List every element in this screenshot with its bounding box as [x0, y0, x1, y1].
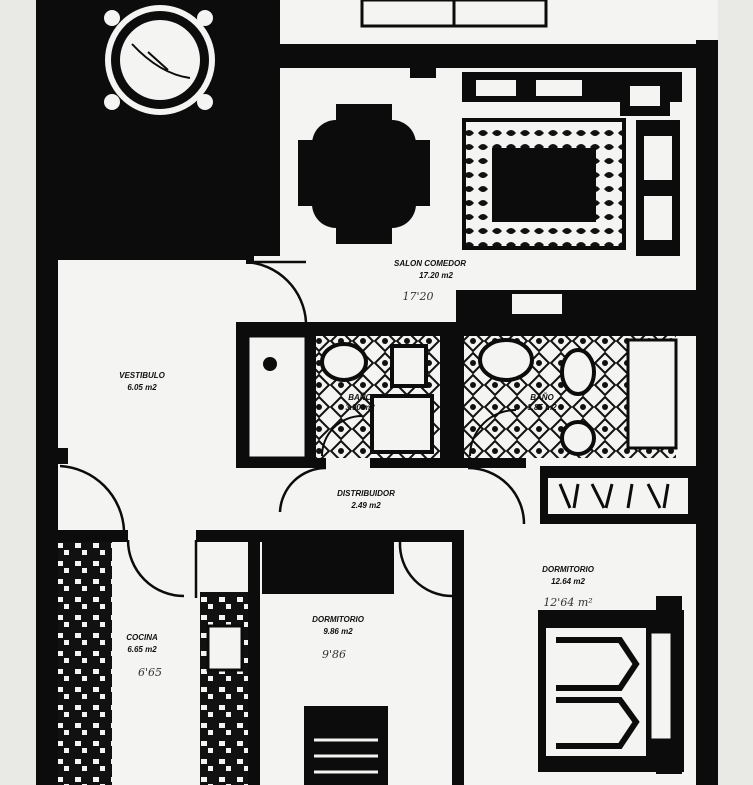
photo-margin-right — [718, 0, 753, 785]
bathroom-2 — [464, 336, 678, 458]
handwritten-area-cocina: 6'65 — [138, 666, 162, 679]
room-name-salon: SALON COMEDOR — [394, 259, 466, 268]
room-area-cocina: 6.65 m2 — [127, 645, 157, 654]
room-area-vestibulo: 6.05 m2 — [127, 383, 157, 392]
room-vestibulo: VESTIBULO 6.05 m2 — [119, 371, 166, 392]
room-area-dormitorio-2: 12.64 m2 — [551, 577, 585, 586]
room-name-dormitorio-2: DORMITORIO — [542, 565, 595, 574]
room-name-bano-1: BAÑO — [348, 393, 372, 402]
handwritten-area-salon: 17'20 — [402, 290, 433, 303]
photo-margin-left — [0, 0, 36, 785]
top-window — [360, 0, 548, 28]
handwritten-area-dormitorio-2: 12'64 m² — [543, 596, 592, 609]
door-swings — [59, 260, 526, 598]
room-name-dormitorio-1: DORMITORIO — [312, 615, 365, 624]
room-salon-comedor: SALON COMEDOR 17.20 m2 17'20 — [394, 259, 466, 303]
room-cocina: COCINA 6.65 m2 6'65 — [126, 633, 162, 679]
room-name-bano-2: BAÑO — [530, 393, 554, 402]
room-bano-2: BAÑO 3.85 m2 — [527, 393, 557, 412]
exterior-walls — [36, 0, 718, 785]
room-distribuidor: DISTRIBUIDOR 2.49 m2 — [337, 489, 395, 510]
room-dormitorio-1: DORMITORIO 9.86 m2 9'86 — [312, 615, 365, 661]
room-area-distribuidor: 2.49 m2 — [350, 501, 381, 510]
room-name-vestibulo: VESTIBULO — [119, 371, 166, 380]
terrace — [58, 0, 280, 256]
bathroom-1 — [316, 336, 440, 458]
wardrobe-dormitorio-1 — [262, 542, 394, 785]
window-strip — [548, 478, 688, 514]
room-area-bano-1: 3.90 m2 — [345, 403, 375, 412]
room-name-distribuidor: DISTRIBUIDOR — [337, 489, 395, 498]
room-bano-1: BAÑO 3.90 m2 — [345, 393, 375, 412]
dining-table — [298, 104, 430, 244]
sofa-set — [462, 72, 682, 256]
room-dormitorio-2: DORMITORIO 12.64 m2 12'64 m² — [542, 565, 595, 609]
bed-dormitorio-2 — [538, 596, 684, 774]
room-name-cocina: COCINA — [126, 633, 158, 642]
room-area-salon: 17.20 m2 — [419, 271, 453, 280]
room-area-dormitorio-1: 9.86 m2 — [323, 627, 353, 636]
handwritten-area-dormitorio-1: 9'86 — [322, 648, 346, 661]
room-area-bano-2: 3.85 m2 — [527, 403, 557, 412]
kitchen — [58, 542, 248, 785]
closet — [246, 334, 308, 460]
